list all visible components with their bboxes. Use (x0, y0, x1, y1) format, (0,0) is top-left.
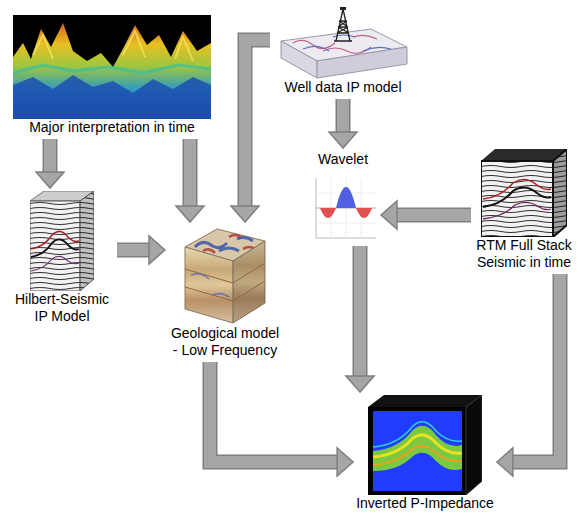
arrow-shaft (210, 362, 337, 462)
impedance-cube (368, 395, 482, 495)
block-arrow (117, 236, 165, 264)
figure-node: Wavelet (305, 148, 381, 246)
arrow-head (231, 206, 259, 222)
block-arrow (381, 201, 471, 229)
arrow-outline (353, 246, 368, 376)
arrow-shaft (354, 246, 366, 376)
arrow-head (346, 376, 374, 392)
figure-slot (30, 191, 94, 291)
arrow-outline (183, 139, 198, 206)
figure-node: Major interpretation in time (10, 12, 214, 139)
block-arrow (210, 362, 353, 476)
seismic-cube (481, 149, 567, 237)
caption: Wavelet (318, 151, 368, 168)
caption: Well data IP model (285, 79, 402, 96)
arrow-shaft (44, 139, 56, 172)
arrow-shaft (117, 244, 149, 256)
terrain-surface (13, 15, 211, 119)
arrow-shaft (245, 40, 270, 206)
figure-slot (183, 225, 267, 325)
block-arrow (231, 40, 270, 222)
arrow-outline (43, 139, 58, 172)
caption: RTM Full Stack Seismic in time (474, 237, 574, 271)
block-arrow (176, 139, 204, 222)
arrow-outline (513, 274, 560, 462)
figure-slot (13, 15, 211, 119)
caption: Hilbert-Seismic IP Model (10, 291, 114, 325)
arrow-head (36, 172, 64, 188)
figure-slot (368, 395, 482, 495)
arrow-shaft (184, 139, 196, 206)
caption: Geological model - Low Frequency (168, 325, 282, 359)
arrow-outline (117, 243, 149, 258)
block-arrow (346, 246, 374, 392)
arrow-outline (245, 40, 270, 206)
arrow-head (176, 206, 204, 222)
figure-slot (308, 168, 378, 243)
geological-block (183, 225, 267, 325)
arrow-head (337, 448, 353, 476)
figure-node: Inverted P-Impedance (353, 392, 497, 515)
block-arrow (36, 139, 64, 188)
figure-node: Geological model - Low Frequency (165, 222, 285, 362)
caption: Inverted P-Impedance (356, 495, 494, 512)
arrow-shaft (397, 209, 471, 221)
arrow-outline (336, 99, 351, 132)
arrow-head (381, 201, 397, 229)
well-block (273, 7, 413, 79)
figure-slot (273, 7, 413, 79)
seismic-cube (30, 191, 94, 291)
figure-node: Well data IP model (270, 4, 416, 99)
arrow-head (329, 132, 357, 148)
caption: Major interpretation in time (29, 119, 195, 136)
arrow-head (497, 448, 513, 476)
arrow-outline (397, 208, 471, 223)
block-arrow (497, 274, 560, 476)
figure-node: RTM Full Stack Seismic in time (471, 146, 577, 274)
arrow-shaft (337, 99, 349, 132)
wavelet-plot (308, 168, 378, 243)
arrow-shaft (513, 274, 560, 462)
figure-slot (481, 149, 567, 237)
arrow-outline (210, 362, 337, 462)
figure-node: Hilbert-Seismic IP Model (7, 188, 117, 328)
arrow-head (149, 236, 165, 264)
block-arrow (329, 99, 357, 148)
